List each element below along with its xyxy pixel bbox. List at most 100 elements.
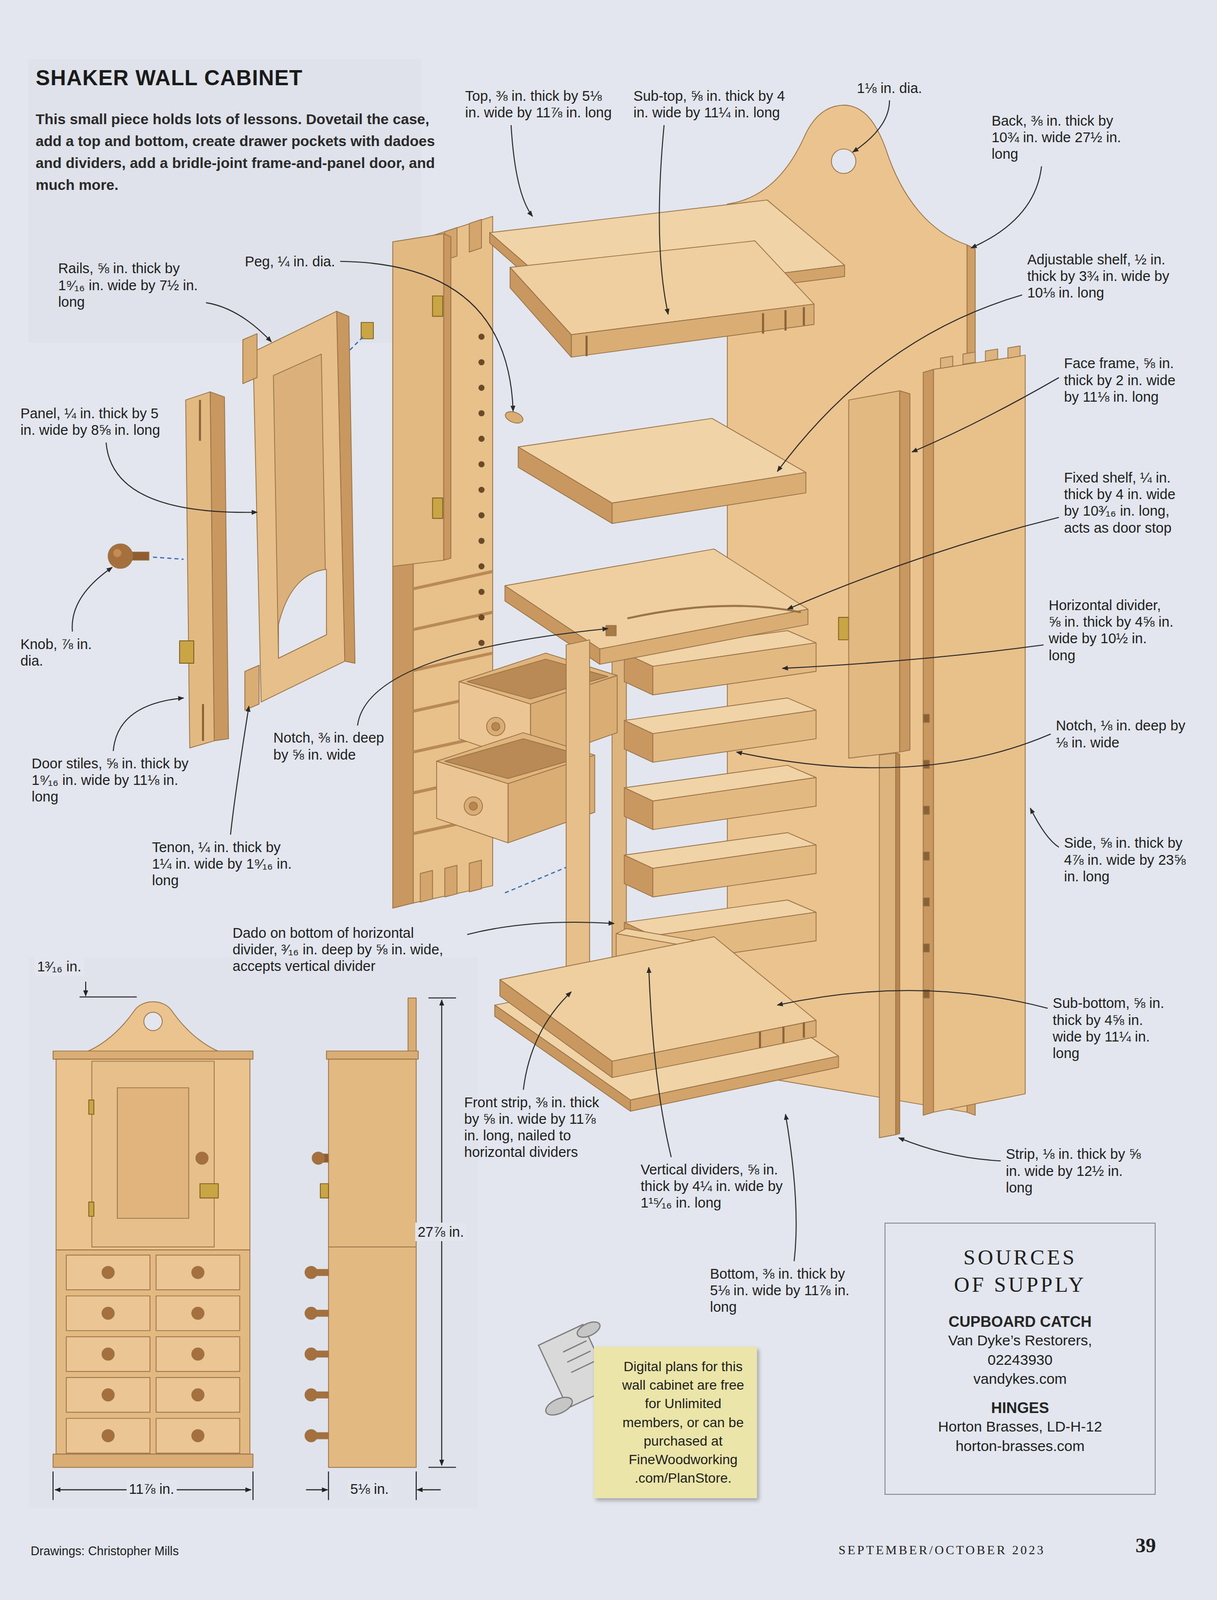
front-elevation	[55, 1249, 250, 1454]
sources-heading: SOURCES OF SUPPLY	[946, 1243, 1093, 1299]
side-elevation	[305, 1388, 318, 1401]
leader-line	[340, 261, 514, 412]
door-frame	[273, 353, 327, 659]
plans-scroll-icon	[574, 1318, 603, 1341]
sub-top	[510, 267, 572, 357]
supplier-category: HINGES	[893, 1399, 1147, 1417]
side-elevation	[305, 1307, 318, 1320]
front-elevation	[66, 1336, 150, 1371]
adjustable-shelf	[518, 418, 807, 524]
right-side	[933, 354, 1026, 1112]
horizontal-dividers	[652, 777, 816, 830]
part-label: Door stiles, ⅝ in. thick by 1⁹⁄₁₆ in. wi…	[31, 755, 195, 806]
dimension-label: 1³⁄₁₆ in.	[34, 957, 84, 976]
leader-line	[357, 628, 608, 726]
left-side	[478, 359, 485, 366]
side-elevation	[305, 1266, 318, 1279]
left-side	[469, 219, 482, 253]
leader-line	[777, 990, 1048, 1008]
drawer	[491, 722, 500, 731]
horizontal-dividers	[624, 720, 653, 763]
peg	[503, 409, 525, 426]
left-side	[478, 588, 485, 595]
sub-bottom	[499, 936, 817, 1078]
left-side	[478, 409, 485, 417]
knob	[130, 552, 149, 561]
part-label: Back, ⅜ in. thick by 10¾ in. wide 27½ in…	[991, 112, 1135, 163]
drawer	[486, 717, 506, 736]
drawer	[436, 760, 509, 843]
supplier-web: horton-brasses.com	[893, 1436, 1147, 1456]
front-elevation	[200, 1183, 219, 1198]
side-elevation	[305, 1347, 318, 1360]
part-label: Side, ⅝ in. thick by 4⅞ in. wide by 23⅝ …	[1064, 834, 1187, 885]
part-label: Bottom, ⅜ in. thick by 5⅛ in. wide by 11…	[710, 1265, 864, 1316]
plans-scroll-icon	[543, 1393, 576, 1419]
door-frame	[361, 322, 374, 339]
door-stile	[179, 391, 229, 748]
left-side	[478, 435, 485, 443]
part-label: Knob, ⅞ in. dia.	[20, 635, 108, 669]
front-elevation	[53, 1051, 254, 1060]
front-elevation	[191, 1347, 204, 1360]
part-label: Back, ⅜ in. thick by 10¾ in. wide 27½ in…	[991, 112, 1135, 163]
front-elevation	[191, 1388, 204, 1401]
plans-note: Digital plans for this wall cabinet are …	[593, 1346, 757, 1498]
front-elevation	[88, 1099, 94, 1114]
part-label: Dado on bottom of horizontal divider, ³⁄…	[232, 924, 463, 975]
leader-line	[106, 442, 258, 513]
dimension-label: 11⅞ in.	[126, 1479, 177, 1498]
sub-bottom	[611, 1020, 816, 1078]
part-label: Knob, ⅞ in. dia.	[20, 635, 108, 669]
part-label: Rails, ⅝ in. thick by 1⁹⁄₁₆ in. wide by …	[57, 259, 201, 311]
right-side	[922, 806, 930, 815]
left-face-frame	[432, 497, 443, 519]
front-strip	[566, 639, 590, 993]
front-strip	[504, 639, 590, 993]
part-label: Face frame, ⅝ in. thick by 2 in. wide by…	[1064, 354, 1192, 406]
door-frame	[242, 311, 374, 710]
left-side	[478, 537, 485, 544]
leader-line	[777, 295, 1023, 472]
supplier-name: Van Dyke’s Restorers,	[893, 1330, 1147, 1350]
leader-line	[782, 645, 1044, 669]
upper-divider	[627, 605, 801, 619]
dimension-label: 5⅛ in.	[348, 1479, 392, 1498]
cabinet-illustration	[53, 105, 1026, 1468]
supplier-name: Horton Brasses, LD-H-12	[893, 1416, 1147, 1437]
front-elevation	[66, 1377, 150, 1412]
front-elevation	[102, 1429, 115, 1442]
front-elevation	[102, 1347, 115, 1360]
note-text: Digital plans for this wall cabinet are …	[618, 1357, 749, 1488]
upper-divider	[606, 625, 617, 636]
supplier-category: CUPBOARD CATCH	[893, 1312, 1147, 1331]
leader-line	[523, 991, 572, 1090]
front-elevation	[66, 1418, 150, 1453]
front-elevation	[156, 1254, 240, 1290]
front-elevation	[102, 1307, 115, 1320]
door-stile	[179, 640, 194, 664]
part-label: Top, ⅜ in. thick by 5⅛ in. wide by 11⅞ i…	[465, 87, 619, 121]
part-label: Fixed shelf, ¼ in. thick by 4 in. wide b…	[1064, 469, 1192, 536]
part-label: Notch, ⅜ in. deep by ⅝ in. wide	[273, 729, 387, 763]
leader-line	[72, 567, 112, 632]
door-frame	[278, 569, 327, 658]
sub-top	[586, 307, 804, 357]
leader-line	[785, 1113, 797, 1261]
dimension-label: 11⅞ in.	[126, 1479, 177, 1498]
front-elevation	[102, 1388, 115, 1401]
strip	[879, 753, 900, 1138]
part-label: Adjustable shelf, ½ in. thick by 3¾ in. …	[1027, 251, 1181, 302]
side-elevation	[328, 1246, 417, 1248]
dimension-label: 1⅛ in. dia.	[856, 79, 922, 97]
dimension-label: 1³⁄₁₆ in.	[34, 957, 84, 976]
front-elevation	[191, 1429, 204, 1442]
back-panel	[831, 148, 856, 174]
part-label: Sub-bottom, ⅝ in. thick by 4⅝ in. wide b…	[1052, 994, 1176, 1062]
upper-divider	[504, 548, 808, 649]
leader-line	[230, 705, 250, 835]
left-face-frame	[392, 233, 451, 567]
leader-line	[205, 302, 272, 342]
knob	[108, 543, 184, 569]
sub-top	[571, 304, 815, 358]
